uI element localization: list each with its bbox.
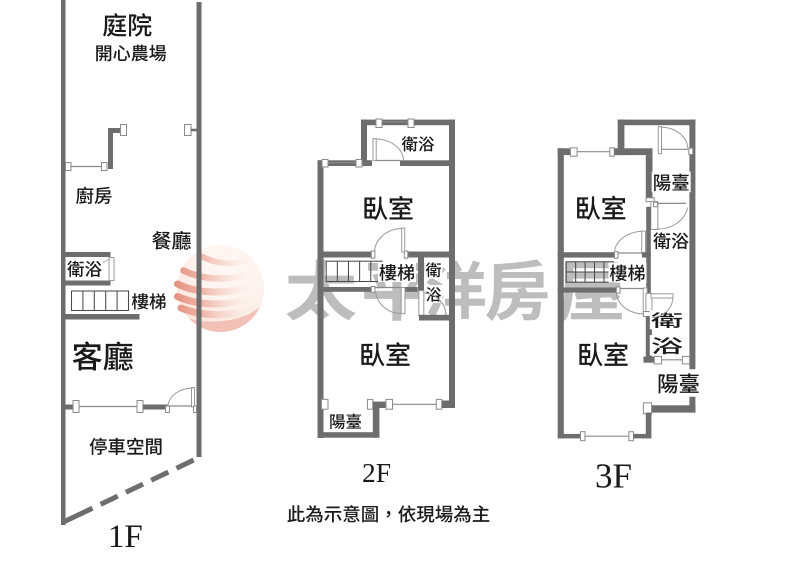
svg-text:1F: 1F bbox=[108, 519, 143, 555]
svg-text:2F: 2F bbox=[362, 457, 391, 488]
svg-text:3F: 3F bbox=[595, 457, 632, 496]
